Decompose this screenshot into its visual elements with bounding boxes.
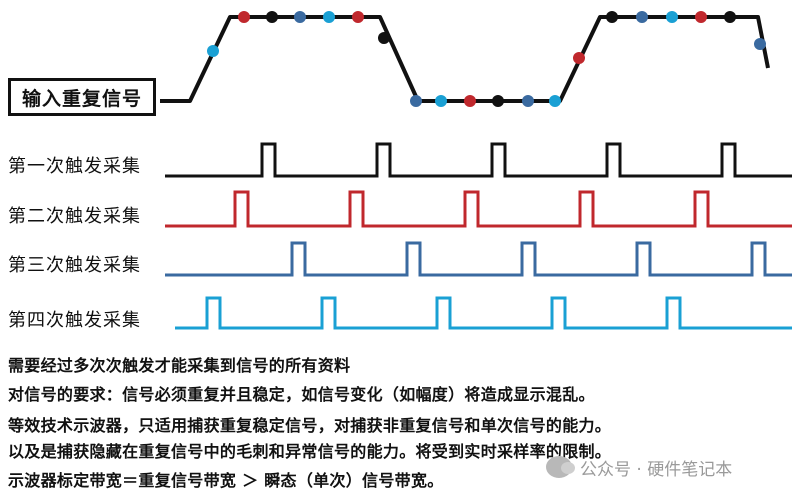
row-label-4: 第四次触发采集 — [8, 310, 141, 331]
note-line-2: 对信号的要求：信号必须重复并且稳定，如信号变化（如幅度）将造成显示混乱。 — [8, 385, 595, 404]
sample-dot — [724, 11, 736, 23]
sample-dot — [695, 11, 707, 23]
sample-dots — [207, 11, 766, 107]
watermark-text: 公众号 · 硬件笔记本 — [580, 459, 733, 480]
sample-dot — [294, 11, 306, 23]
row-label-3: 第三次触发采集 — [8, 255, 141, 276]
input-signal-trace — [160, 15, 770, 103]
sample-dot — [522, 95, 534, 107]
pulse-train-1 — [165, 142, 792, 178]
sample-dot — [410, 95, 422, 107]
sample-dot — [323, 11, 335, 23]
pulse-train-3 — [165, 241, 792, 277]
sample-dot — [492, 95, 504, 107]
sample-dot — [464, 95, 476, 107]
sample-dot — [378, 32, 390, 44]
watermark: 公众号 · 硬件笔记本 — [546, 452, 732, 482]
sample-dot — [352, 11, 364, 23]
sample-dot — [666, 11, 678, 23]
sample-dot — [573, 52, 585, 64]
sample-dot — [435, 95, 447, 107]
trigger-rows — [165, 142, 792, 330]
pulse-train-4 — [175, 296, 792, 330]
sample-dot — [754, 38, 766, 50]
pulse-train-2 — [165, 190, 792, 228]
input-signal-label: 输入重复信号 — [8, 78, 156, 116]
note-line-1: 需要经过多次次触发才能采集到信号的所有资料 — [8, 356, 351, 375]
sample-dot — [636, 11, 648, 23]
note-line-3: 等效技术示波器，只适用捕获重复稳定信号，对捕获非重复信号和单次信号的能力。 — [8, 416, 612, 435]
sample-dot — [207, 45, 219, 57]
sample-dot — [238, 11, 250, 23]
note-line-4: 以及是捕获隐藏在重复信号中的毛刺和异常信号的能力。将受到实时采样率的限制。 — [8, 442, 612, 461]
row-label-2: 第二次触发采集 — [8, 206, 141, 227]
sample-dot — [606, 11, 618, 23]
sample-dot — [549, 95, 561, 107]
note-line-5: 示波器标定带宽＝重复信号带宽 ＞ 瞬态（单次）信号带宽。 — [8, 471, 444, 490]
sample-dot — [266, 11, 278, 23]
wechat-icon — [546, 456, 575, 478]
row-label-1: 第一次触发采集 — [8, 156, 141, 177]
